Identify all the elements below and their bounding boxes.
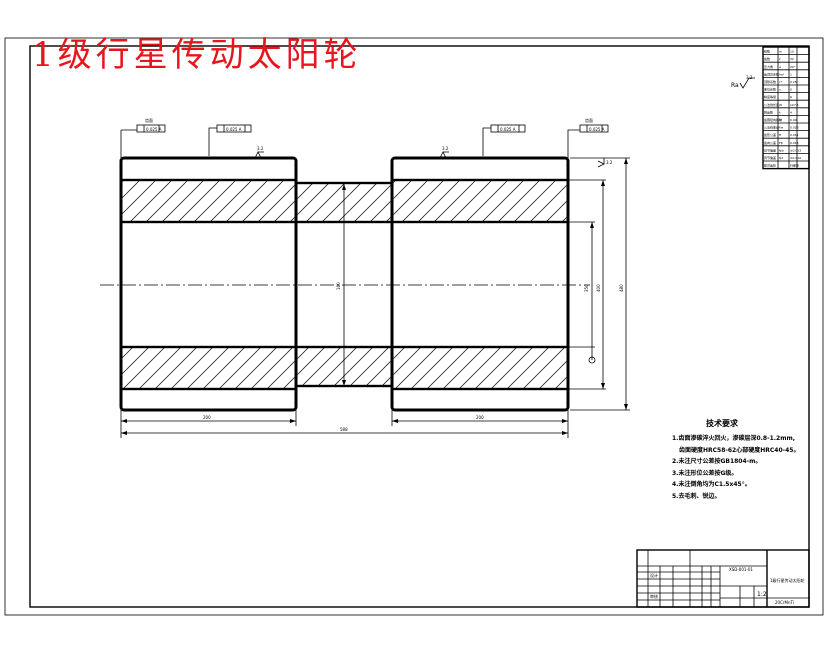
table-cell: 0.25 (790, 80, 797, 84)
bore-dimension-value: 160 (336, 282, 341, 290)
table-cell: α (779, 65, 781, 69)
tech-item: 1.齿面渗碳淬火回火，渗碳层深0.8-1.2mm, (672, 435, 795, 442)
scale-value: 1:2 (757, 591, 767, 598)
right-hatch-bottom (390, 345, 570, 391)
table-cell: 配对齿轮 (764, 163, 776, 168)
title-block: XSD-001-01 1级行星传动太阳轮 20CrMnTi 1:2 设计 审核 (636, 549, 810, 608)
table-cell: 0.013 (790, 141, 799, 145)
drawing-title: 1级行星传动太阳轮 (32, 35, 362, 75)
table-cell: 0 (790, 88, 792, 92)
table-cell: 10 (790, 50, 794, 54)
inner-frame (29, 45, 810, 608)
table-cell: fpt (779, 156, 784, 160)
table-cell: m (779, 50, 782, 54)
table-cell: 32 (790, 57, 794, 61)
table-cell: 齿形公差 (764, 132, 776, 137)
tech-heading: 技术要求 (706, 419, 738, 428)
right-width-value: 200 (476, 415, 484, 420)
gd-t-callouts: 齿面 0.025 A 0.025 A 0.025 A 齿面 0.025 A (120, 117, 609, 158)
table-cell: 4 (790, 110, 792, 114)
tech-item: 齿面硬度HRC58-62心部硬度HRC40-45。 (679, 446, 800, 454)
table-cell: 107.6 (790, 103, 799, 107)
roughness-left-top: 3.2 (257, 146, 264, 151)
left-hatch-bottom (119, 345, 298, 391)
length-dimensions: 200 200 588 (120, 410, 569, 438)
tech-item: 5.去毛刺、锐边。 (672, 492, 721, 500)
table-cell: ±0.013 (790, 148, 801, 152)
table-cell: 周节偏差 (764, 155, 776, 160)
overall-length-value: 588 (340, 427, 348, 432)
designer-label: 设计 (650, 572, 658, 578)
dia-1-value: 350 (584, 284, 589, 292)
table-cell: 行星轮 (790, 163, 799, 168)
table-cell: ±0.016 (790, 156, 801, 160)
table-cell: W (779, 103, 782, 107)
table-cell: 基节偏差 (764, 147, 776, 152)
table-cell: 变位系数 (764, 87, 776, 92)
svg-text:Ra: Ra (731, 82, 739, 89)
corner-roughness-value: 3.2 (746, 75, 753, 80)
table-cell: 精度等级 (764, 94, 776, 99)
table-cell: 公法线变动 (764, 125, 779, 130)
bore-dimension: 160 (336, 184, 346, 386)
table-cell: ff (779, 133, 782, 137)
surface-roughness-symbols: 3.2 3.2 3.2 (254, 146, 613, 168)
roughness-right-top: 3.2 (442, 146, 449, 151)
table-cell: 齿圈径向跳动 (764, 117, 782, 122)
outer-frame (4, 37, 824, 616)
tech-item: 3.未注形位公差按G级。 (672, 469, 738, 477)
left-width-value: 200 (203, 415, 211, 420)
part-name-block: 1级行星传动太阳轮 (770, 577, 805, 583)
tech-item: 4.未注倒角均为C1.5x45°。 (672, 481, 751, 488)
table-cell: 顶隙系数 (764, 79, 776, 84)
table-cell: 0.04 (790, 118, 797, 122)
table-cell: ha* (779, 72, 785, 76)
dia-3-value: 480 (619, 284, 624, 292)
checker-label: 审核 (650, 593, 658, 599)
table-cell: 齿数 (764, 56, 770, 61)
table-cell: Fr (779, 118, 783, 122)
part-section (100, 156, 590, 412)
technical-requirements: 技术要求 1.齿面渗碳淬火回火，渗碳层深0.8-1.2mm, 齿面硬度HRC58-… (672, 418, 830, 502)
material-block: 20CrMnTi (775, 600, 794, 605)
table-cell: z (779, 57, 781, 61)
table-cell: fpb (779, 148, 784, 152)
left-mid-value: 0.025 A (226, 127, 242, 132)
dia-2-value: 400 (596, 284, 601, 292)
table-cell: 公法线长度 (764, 102, 779, 107)
table-cell: 模数 (764, 49, 770, 54)
face-label-left: 齿面 (145, 117, 153, 123)
right-diameter-dimensions: 350 400 480 (568, 157, 630, 411)
tech-item: 2.未注尺寸公差按GB1804-m。 (672, 458, 762, 465)
table-cell: 0.011 (790, 133, 799, 137)
right-runout-value: 0.025 A (589, 127, 605, 132)
table-cell: 0.028 (790, 126, 799, 130)
corner-roughness-symbol: Ra 3.2 (731, 75, 755, 89)
table-cell: 跨齿数 (764, 109, 773, 114)
table-cell: c* (779, 80, 783, 84)
left-hatch-top (119, 178, 298, 224)
table-cell: 齿向公差 (764, 140, 776, 145)
table-cell: 压力角 (764, 64, 773, 69)
table-cell: 齿顶高系数 (764, 71, 779, 76)
table-cell: 6 (790, 95, 792, 99)
right-gear-outline (390, 156, 570, 412)
left-runout-value: 0.025 A (146, 127, 162, 132)
right-hatch-top (390, 178, 570, 224)
table-cell: 20° (790, 65, 796, 69)
right-mid-value: 0.025 A (500, 127, 516, 132)
drawing-number: XSD-001-01 (729, 567, 753, 572)
table-cell: Fw (779, 126, 784, 130)
table-cell: Fβ (779, 141, 783, 145)
left-gear-outline (119, 156, 298, 412)
face-label-right: 齿面 (585, 117, 593, 123)
table-cell: k (779, 110, 781, 114)
table-cell: x (779, 88, 781, 92)
table-cell: 1 (790, 72, 792, 76)
roughness-right-side: 3.2 (606, 160, 613, 165)
